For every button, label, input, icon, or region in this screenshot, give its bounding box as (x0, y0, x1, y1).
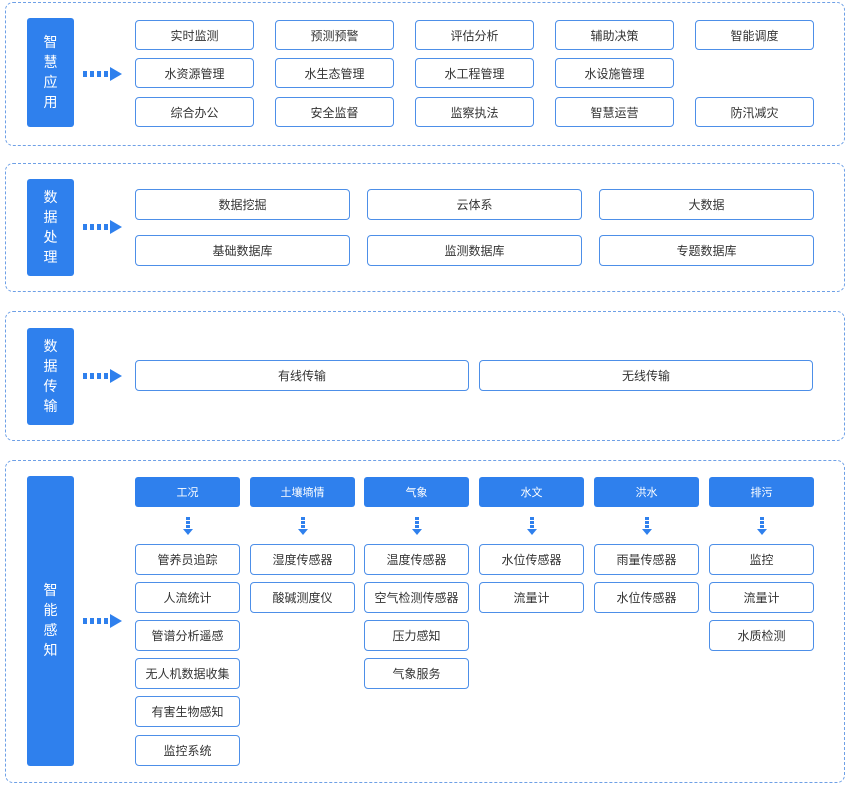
sensing-category-header: 洪水 (594, 477, 699, 507)
flow-arrow-icon (83, 614, 122, 628)
app-item: 辅助决策 (555, 20, 674, 50)
down-arrow-icon (183, 517, 193, 535)
app-item: 水资源管理 (135, 58, 254, 88)
app-item: 防汛减灾 (695, 97, 814, 127)
transmission-item: 无线传输 (479, 360, 813, 391)
sensing-category-header: 排污 (709, 477, 814, 507)
sensor-item: 水位传感器 (479, 544, 584, 575)
app-item: 监察执法 (415, 97, 534, 127)
processing-item: 基础数据库 (135, 235, 350, 266)
processing-item: 云体系 (367, 189, 582, 220)
down-arrow-icon (298, 517, 308, 535)
sensor-item: 监控 (709, 544, 814, 575)
sensor-item: 空气检测传感器 (364, 582, 469, 613)
section-data-transmission (5, 311, 845, 441)
flow-arrow-icon (83, 67, 122, 81)
flow-arrow-icon (83, 220, 122, 234)
sensor-item: 管养员追踪 (135, 544, 240, 575)
flow-arrow-icon (83, 369, 122, 383)
section-label: 数据传输 (27, 328, 74, 425)
app-item: 预测预警 (275, 20, 394, 50)
sensor-item: 水质检测 (709, 620, 814, 651)
app-item: 水生态管理 (275, 58, 394, 88)
sensor-item: 人流统计 (135, 582, 240, 613)
down-arrow-icon (527, 517, 537, 535)
section-label-text: 智慧应用 (43, 34, 58, 111)
sensor-item: 水位传感器 (594, 582, 699, 613)
section-label: 数据处理 (27, 179, 74, 276)
sensor-item: 无人机数据收集 (135, 658, 240, 689)
app-item: 评估分析 (415, 20, 534, 50)
sensing-category-header: 水文 (479, 477, 584, 507)
app-item: 实时监测 (135, 20, 254, 50)
app-item: 水设施管理 (555, 58, 674, 88)
section-label-text: 智能感知 (43, 583, 58, 659)
sensing-category-header: 工况 (135, 477, 240, 507)
sensing-category-header: 土壤墒情 (250, 477, 355, 507)
sensor-item: 管谱分析遥感 (135, 620, 240, 651)
sensor-item: 酸碱测度仪 (250, 582, 355, 613)
app-item: 智能调度 (695, 20, 814, 50)
transmission-item: 有线传输 (135, 360, 469, 391)
app-item: 安全监督 (275, 97, 394, 127)
app-item: 水工程管理 (415, 58, 534, 88)
sensor-item: 监控系统 (135, 735, 240, 766)
down-arrow-icon (757, 517, 767, 535)
sensor-item: 温度传感器 (364, 544, 469, 575)
processing-item: 专题数据库 (599, 235, 814, 266)
section-smart-application (5, 2, 845, 146)
sensor-item: 有害生物感知 (135, 696, 240, 727)
sensor-item: 流量计 (479, 582, 584, 613)
app-item: 综合办公 (135, 97, 254, 127)
processing-item: 监测数据库 (367, 235, 582, 266)
sensor-item: 雨量传感器 (594, 544, 699, 575)
down-arrow-icon (412, 517, 422, 535)
section-smart-sensing (5, 460, 845, 783)
app-item: 智慧运营 (555, 97, 674, 127)
down-arrow-icon (642, 517, 652, 535)
sensor-item: 气象服务 (364, 658, 469, 689)
section-label-text: 数据传输 (43, 338, 58, 415)
processing-item: 数据挖掘 (135, 189, 350, 220)
section-label-text: 数据处理 (43, 189, 58, 266)
sensing-category-header: 气象 (364, 477, 469, 507)
section-label: 智慧应用 (27, 18, 74, 127)
section-label: 智能感知 (27, 476, 74, 766)
sensor-item: 压力感知 (364, 620, 469, 651)
sensor-item: 流量计 (709, 582, 814, 613)
sensor-item: 湿度传感器 (250, 544, 355, 575)
section-data-processing (5, 163, 845, 292)
processing-item: 大数据 (599, 189, 814, 220)
